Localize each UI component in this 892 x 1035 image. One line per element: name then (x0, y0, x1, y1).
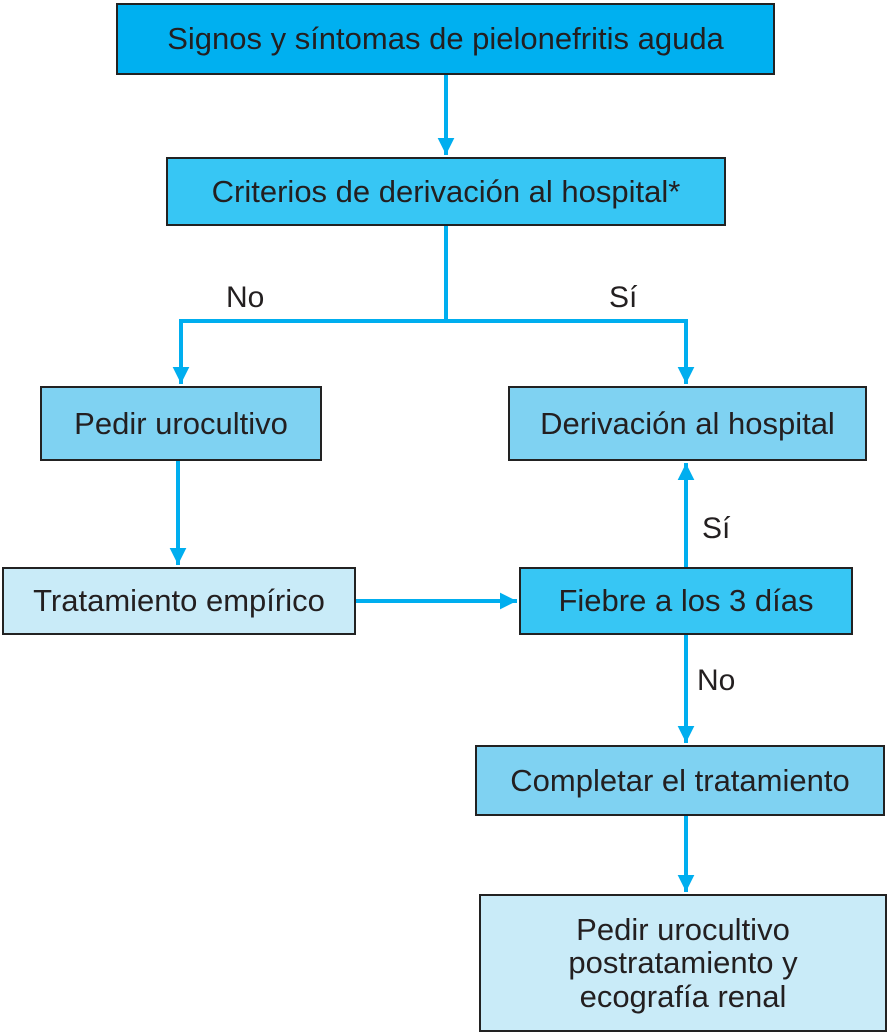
node-urocultivo-ecografia: Pedir urocultivo postratamiento y ecogra… (479, 894, 887, 1032)
arrow-criterios-si-to-derivacion (444, 319, 695, 384)
node-fiebre-3-dias: Fiebre a los 3 días (519, 567, 853, 635)
node-derivacion-hospital: Derivación al hospital (508, 386, 867, 461)
node-signos-sintomas: Signos y síntomas de pielonefritis aguda (116, 3, 775, 75)
final-line-2: postratamiento y (568, 945, 798, 981)
node-pedir-urocultivo: Pedir urocultivo (40, 386, 322, 461)
edge-label-criterios-si: Sí (609, 281, 638, 314)
final-line-3: ecografía renal (579, 978, 787, 1014)
node-criterios-derivacion: Criterios de derivación al hospital* (166, 157, 726, 226)
edge-label-fiebre-no: No (697, 664, 736, 697)
final-line-1: Pedir urocultivo (576, 911, 790, 947)
edge-label-fiebre-si: Sí (702, 512, 731, 545)
arrow-criterios-no-to-pedir (172, 319, 448, 384)
node-tratamiento-empirico: Tratamiento empírico (2, 567, 356, 635)
edge-label-criterios-no: No (226, 281, 265, 314)
node-completar-tratamiento: Completar el tratamiento (475, 745, 885, 816)
